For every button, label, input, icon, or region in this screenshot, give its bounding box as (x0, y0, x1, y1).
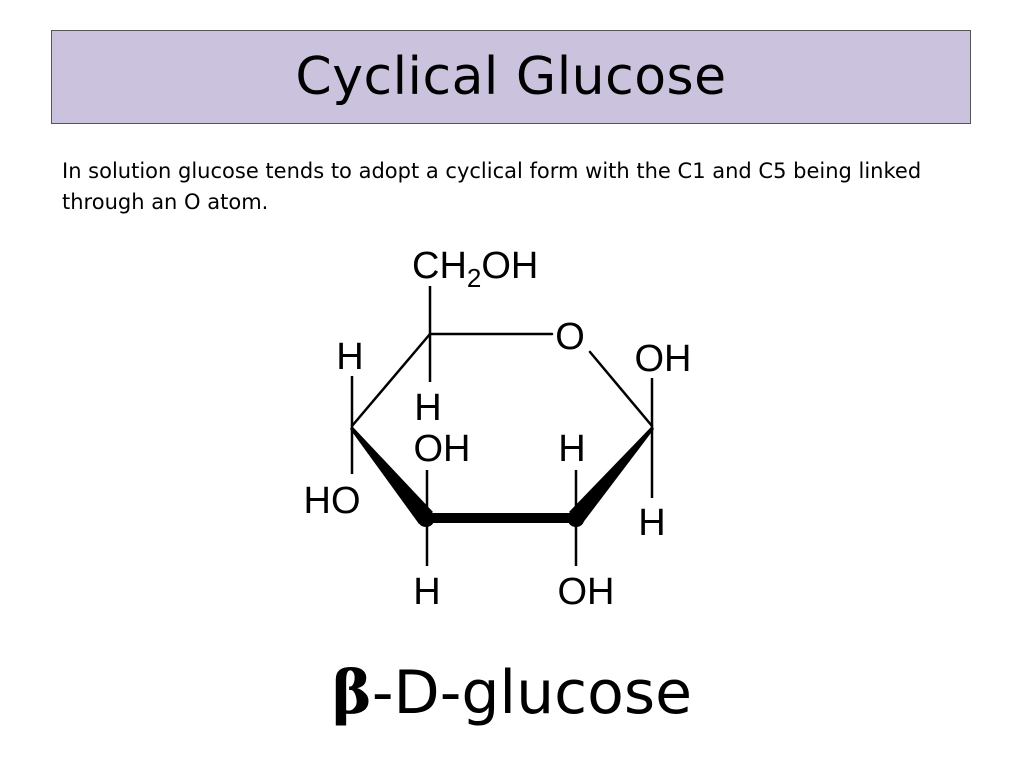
label-c2-oh: OH (558, 571, 615, 613)
label-c5-h: H (414, 387, 441, 429)
bond-c4-c3-wedge (350, 426, 433, 524)
intro-text: In solution glucose tends to adopt a cyc… (62, 159, 922, 214)
label-c4-ho: HO (304, 480, 361, 522)
bond-o-c1 (588, 350, 654, 428)
caption-beta: β (332, 658, 372, 728)
label-c2-h: H (558, 428, 585, 470)
label-ring-oxygen: O (555, 316, 585, 358)
label-ch: CH (412, 245, 467, 287)
label-c1-oh: OH (635, 338, 692, 380)
structure-caption: β-D-glucose (0, 655, 1024, 731)
slide-title: Cyclical Glucose (295, 47, 727, 107)
label-subscript-2: 2 (467, 263, 481, 293)
label-c3-oh: OH (414, 428, 471, 470)
label-ch2oh-oh: OH (481, 245, 538, 287)
title-banner: Cyclical Glucose (51, 30, 971, 124)
label-c4-h: H (336, 336, 363, 378)
label-c3-h: H (413, 571, 440, 613)
bond-c2-c1-wedge (569, 426, 654, 524)
caption-name: -D-glucose (371, 658, 692, 728)
label-ch2oh: CH2OH (412, 245, 538, 293)
bond-c5-c4 (350, 332, 432, 428)
label-c1-h: H (638, 502, 665, 544)
